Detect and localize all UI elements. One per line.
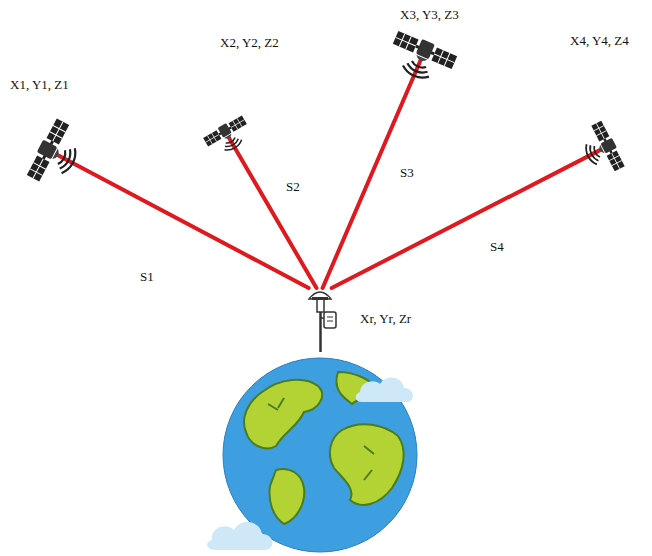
satellite-symbol xyxy=(385,29,458,88)
coordinate-label: X2, Y2, Z2 xyxy=(220,36,279,50)
satellite-dish xyxy=(224,134,232,140)
signal-arc xyxy=(60,149,74,170)
coordinate-label: X4, Y4, Z4 xyxy=(570,34,629,48)
signal-line xyxy=(229,138,316,288)
range-label: S1 xyxy=(138,270,156,284)
range-label: S2 xyxy=(284,180,302,194)
satellite-icon xyxy=(38,140,58,160)
signal-arc xyxy=(401,65,429,81)
satellite: X4, Y4, Z4 xyxy=(600,138,616,154)
range-label: S3 xyxy=(398,166,416,180)
satellite: X1, Y1, Z1 xyxy=(38,140,58,160)
earth xyxy=(207,358,417,552)
panel-grid xyxy=(393,31,457,69)
satellite-symbol xyxy=(202,114,254,159)
receiver: Xr, Yr, Zr xyxy=(308,288,332,300)
signal-arc xyxy=(225,140,244,153)
antenna-icon xyxy=(308,288,332,300)
coordinate-label: X1, Y1, Z1 xyxy=(10,78,69,92)
signal-arc xyxy=(583,144,597,166)
signal-line xyxy=(323,60,421,288)
satellite-icon xyxy=(415,40,435,60)
coordinate-label: Xr, Yr, Zr xyxy=(360,312,411,326)
satellite-symbol xyxy=(576,120,626,179)
satellite-icon xyxy=(218,124,232,138)
receiver-pole xyxy=(317,298,336,352)
antenna-base xyxy=(312,297,328,300)
satellite: X3, Y3, Z3 xyxy=(415,40,435,60)
satellite-dish xyxy=(415,55,427,63)
satellite: X2, Y2, Z2 xyxy=(218,124,232,138)
satellite-icon xyxy=(600,138,616,154)
signal-line xyxy=(332,150,600,288)
signal-arc xyxy=(62,148,80,175)
satellite-dish xyxy=(598,145,605,155)
signal-line xyxy=(58,155,309,288)
signal-arc xyxy=(225,139,240,149)
satellite-dish xyxy=(52,148,61,160)
coordinate-label: X3, Y3, Z3 xyxy=(400,8,459,22)
satellite-symbol xyxy=(25,118,88,192)
antenna-dome xyxy=(309,292,331,299)
range-label: S4 xyxy=(488,240,506,254)
